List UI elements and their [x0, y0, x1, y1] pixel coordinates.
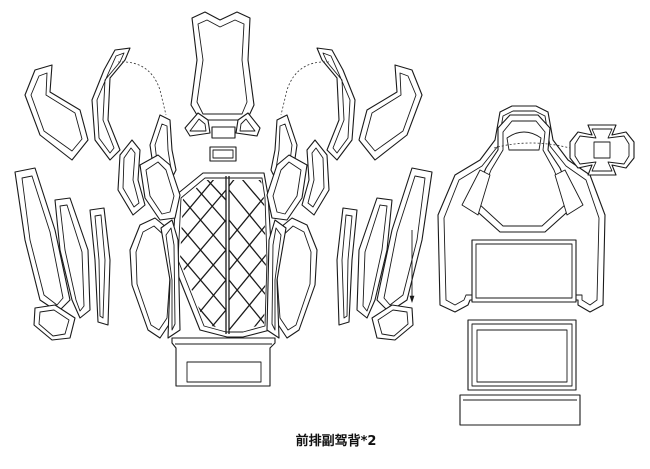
seat-back-assembly	[437, 105, 606, 426]
inner-bolsters	[129, 217, 318, 339]
quilted-back-panel	[171, 172, 273, 338]
outer-top-wings	[24, 64, 423, 161]
mid-curved-pieces	[117, 114, 330, 221]
outer-side-strips	[14, 167, 433, 341]
upper-arm-pieces	[91, 47, 356, 161]
cross-piece	[493, 124, 635, 176]
base-block	[171, 337, 276, 387]
pattern-caption: 前排副驾背*2	[295, 434, 377, 449]
headrest-panel	[184, 11, 261, 162]
